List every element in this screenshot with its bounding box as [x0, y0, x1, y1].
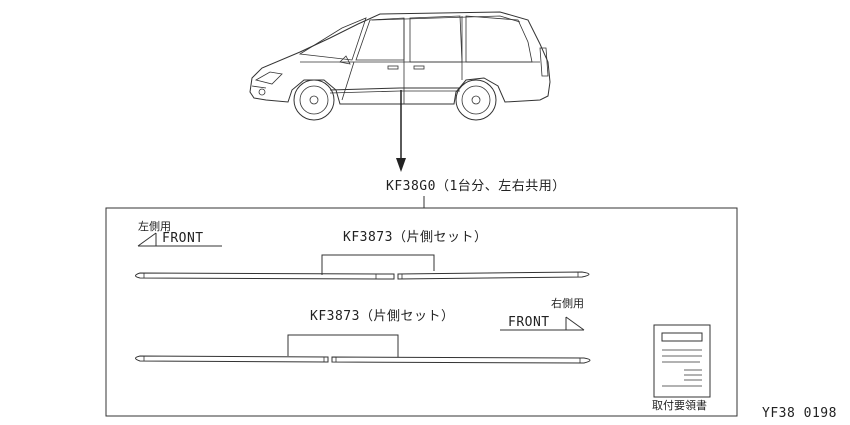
instruction-manual-icon [653, 324, 711, 398]
figure-code: YF38 0198 [762, 406, 837, 421]
right-set-part-number: KF3873（片側セット） [310, 309, 455, 324]
right-molding-set [135, 334, 591, 364]
left-front-direction-marker [137, 232, 222, 247]
right-front-label: FRONT [508, 315, 550, 330]
left-set-part-number: KF3873（片側セット） [343, 230, 488, 245]
left-front-label: FRONT [162, 231, 204, 246]
minivan-illustration [249, 11, 551, 121]
right-side-label: 右側用 [551, 297, 584, 310]
right-front-direction-marker [500, 316, 585, 331]
kit-contents-frame [105, 207, 738, 417]
left-molding-set [135, 254, 590, 280]
left-side-label: 左側用 [138, 220, 171, 233]
kit-part-number: KF38G0（1台分、左右共用） [386, 179, 566, 194]
manual-label: 取付要領書 [652, 399, 707, 412]
leader-arrow [396, 90, 406, 172]
